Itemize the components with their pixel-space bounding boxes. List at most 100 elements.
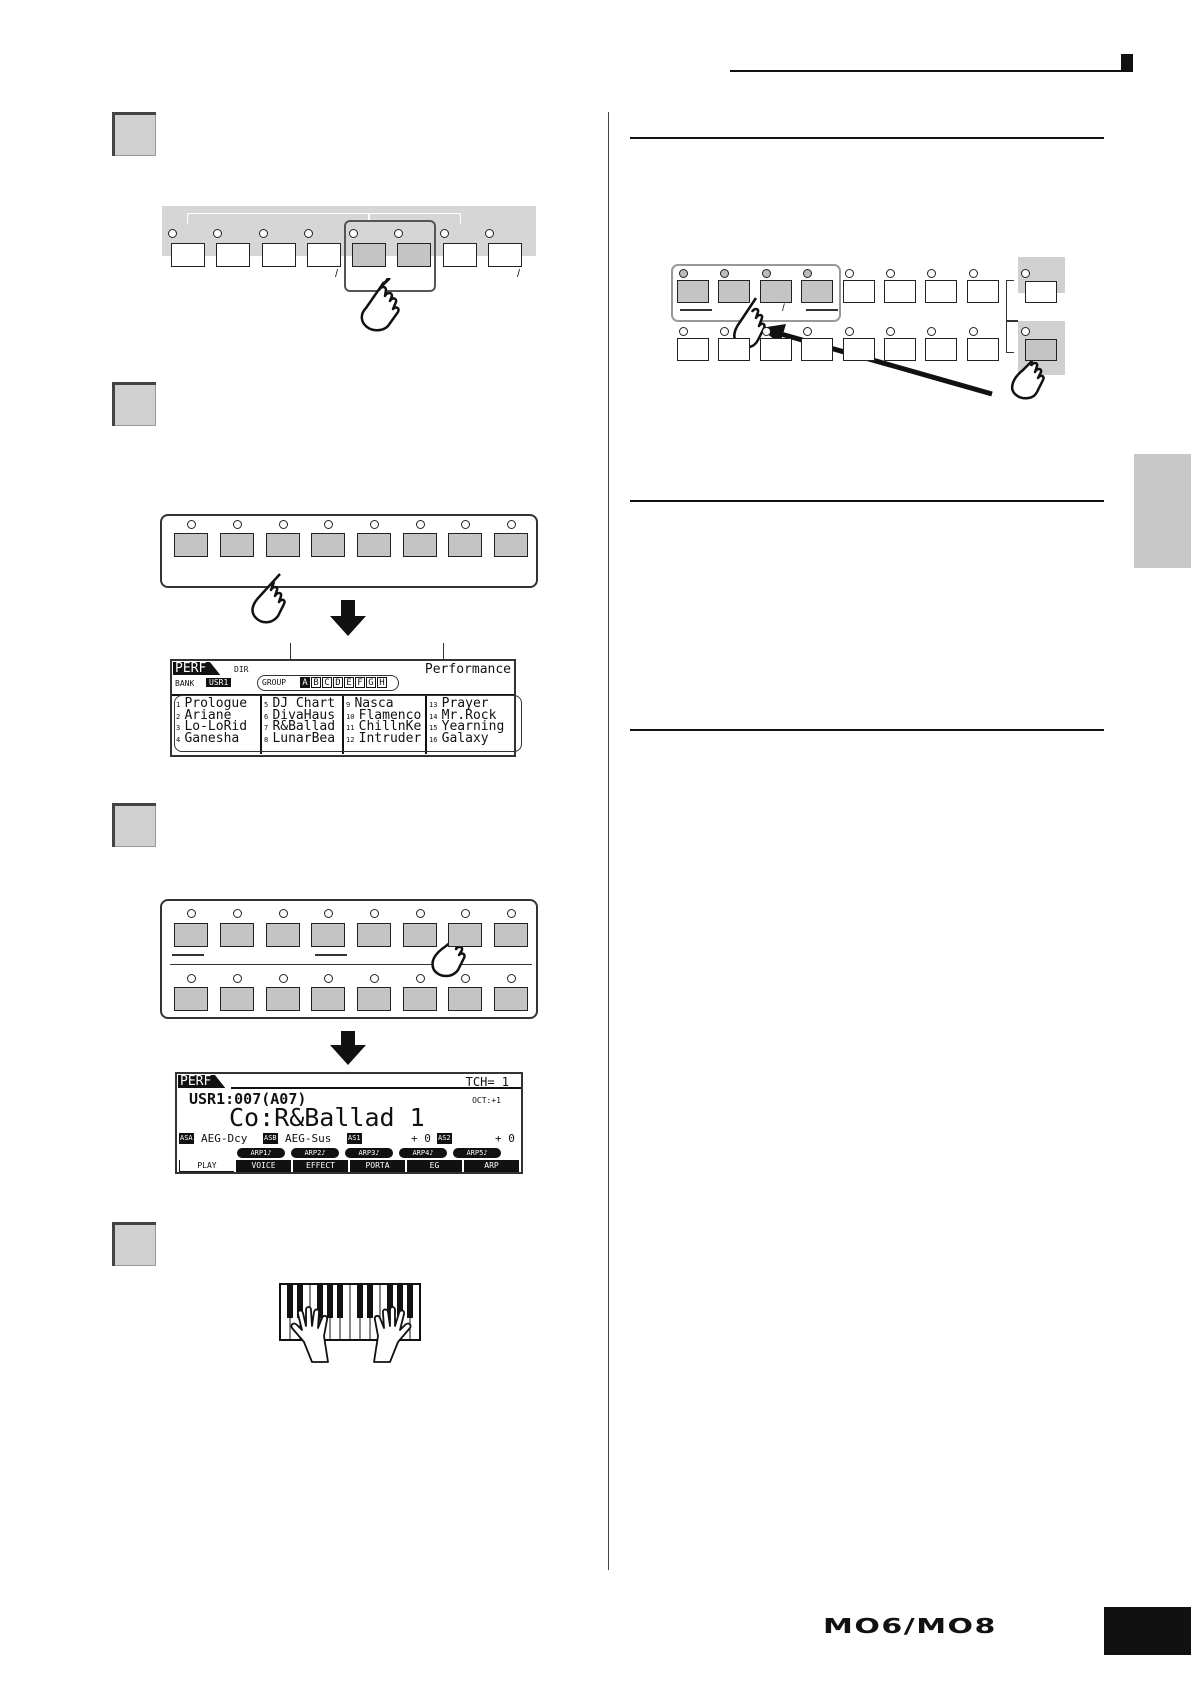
number-button-top-4[interactable]: [311, 923, 345, 947]
mode-button-4[interactable]: [307, 243, 341, 267]
arp-button-3[interactable]: ARP3♪: [345, 1148, 393, 1158]
part-button-bottom-4[interactable]: [801, 338, 833, 361]
part-button-bottom-2[interactable]: [718, 338, 750, 361]
tab-play[interactable]: PLAY: [179, 1160, 234, 1172]
part-button-top-7[interactable]: [925, 280, 957, 303]
arp-button-4[interactable]: ARP4♪: [399, 1148, 447, 1158]
perf-sub-label: DIR: [234, 665, 249, 674]
number-button-top-2[interactable]: [220, 923, 254, 947]
tab-effect[interactable]: EFFECT: [293, 1160, 348, 1172]
mode-button-6[interactable]: [397, 243, 431, 267]
bank-button-5[interactable]: [357, 533, 391, 557]
bank-button-3[interactable]: [266, 533, 300, 557]
number-button-bottom-8[interactable]: [494, 987, 528, 1011]
mode-button-2[interactable]: [216, 243, 250, 267]
black-key: [367, 1284, 373, 1318]
black-key: [327, 1284, 333, 1318]
perf-list-item[interactable]: 4 Ganesha: [176, 732, 239, 746]
group-letter-b[interactable]: B: [311, 677, 321, 688]
group-letter-h[interactable]: H: [377, 677, 387, 688]
common-button-top[interactable]: [1025, 281, 1057, 303]
perf-list-item[interactable]: 8 LunarBea: [264, 730, 336, 746]
arp-button-5[interactable]: ARP5♪: [453, 1148, 501, 1158]
perf-item-number: 14: [429, 712, 442, 721]
number-button-top-1[interactable]: [174, 923, 208, 947]
bank-button-2[interactable]: [220, 533, 254, 557]
arp-button-2[interactable]: ARP2♪: [291, 1148, 339, 1158]
number-button-bottom-5[interactable]: [357, 987, 391, 1011]
part-button-top-3[interactable]: [760, 280, 792, 303]
tab-eg[interactable]: EG: [407, 1160, 462, 1172]
part-button-top-1[interactable]: [677, 280, 709, 303]
number-button-bottom-4[interactable]: [311, 987, 345, 1011]
black-key: [297, 1284, 303, 1318]
part-button-bottom-6[interactable]: [884, 338, 916, 361]
perf-list-item[interactable]: 3 Lo-LoRid: [176, 720, 247, 734]
part-button-bottom-5[interactable]: [843, 338, 875, 361]
number-button-bottom-1[interactable]: [174, 987, 208, 1011]
number-button-top-3[interactable]: [266, 923, 300, 947]
part-underline-2: [806, 309, 838, 311]
perf-list-item[interactable]: 9 Nasca: [346, 697, 394, 711]
as2-tag: AS2: [437, 1133, 452, 1144]
perf-list-item[interactable]: 16 Galaxy: [429, 732, 489, 746]
perf-list-item[interactable]: 12 Intruder: [346, 732, 421, 746]
perf-list-item[interactable]: 5 DJ Chart: [264, 697, 335, 711]
mode-button-5[interactable]: [352, 243, 386, 267]
part-button-top-8[interactable]: [967, 280, 999, 303]
number-panel-divider: [170, 964, 532, 965]
mode-button-7[interactable]: [443, 243, 477, 267]
mode-button-3[interactable]: [262, 243, 296, 267]
group-letter-f[interactable]: F: [355, 677, 365, 688]
perf-list-item[interactable]: 10 Flamenco: [346, 709, 421, 723]
common-led-top: [1021, 269, 1030, 278]
tab-porta[interactable]: PORTA: [350, 1160, 405, 1172]
tab-voice[interactable]: VOICE: [236, 1160, 291, 1172]
perf-list-item[interactable]: 6 DivaHaus: [264, 709, 335, 723]
perf-item-name: LunarBea: [272, 730, 336, 746]
group-letter-e[interactable]: E: [344, 677, 354, 688]
perf-list-item[interactable]: 14 Mr.Rock: [429, 709, 496, 723]
mode-group-bracket: [187, 213, 461, 224]
number-button-top-7[interactable]: [448, 923, 482, 947]
number-button-top-8[interactable]: [494, 923, 528, 947]
bank-button-8[interactable]: [494, 533, 528, 557]
perf-list-item[interactable]: 11 ChillnKe: [346, 720, 421, 734]
perf-list-item[interactable]: 7 R&Ballad: [264, 720, 335, 734]
perf-list-item[interactable]: 1 Prologue: [176, 697, 247, 711]
tab-arp[interactable]: ARP: [464, 1160, 519, 1172]
number-button-bottom-3[interactable]: [266, 987, 300, 1011]
perf-list-item[interactable]: 13 Prayer: [429, 697, 489, 711]
part-button-top-6[interactable]: [884, 280, 916, 303]
number-button-top-5[interactable]: [357, 923, 391, 947]
part-button-bottom-7[interactable]: [925, 338, 957, 361]
perf-list-item[interactable]: 2 Ariane: [176, 709, 231, 723]
bank-led-4: [324, 520, 333, 529]
bank-button-7[interactable]: [448, 533, 482, 557]
part-button-top-4[interactable]: [801, 280, 833, 303]
perf-list-item[interactable]: 15 Yearning: [429, 720, 504, 734]
group-letter-c[interactable]: C: [322, 677, 332, 688]
part-button-bottom-3[interactable]: [760, 338, 792, 361]
number-button-bottom-7[interactable]: [448, 987, 482, 1011]
group-letter-d[interactable]: D: [333, 677, 343, 688]
number-button-bottom-6[interactable]: [403, 987, 437, 1011]
number-button-bottom-2[interactable]: [220, 987, 254, 1011]
bank-button-1[interactable]: [174, 533, 208, 557]
mode-button-8[interactable]: [488, 243, 522, 267]
part-button-bottom-1[interactable]: [677, 338, 709, 361]
perf-column-divider: [425, 696, 427, 754]
part-button-top-2[interactable]: [718, 280, 750, 303]
common-button-bottom[interactable]: [1025, 339, 1057, 361]
group-letter-a[interactable]: A: [300, 677, 310, 688]
group-letter-g[interactable]: G: [366, 677, 376, 688]
part-button-top-5[interactable]: [843, 280, 875, 303]
number-button-top-6[interactable]: [403, 923, 437, 947]
arp-button-1[interactable]: ARP1♪: [237, 1148, 285, 1158]
bank-button-6[interactable]: [403, 533, 437, 557]
part-button-bottom-8[interactable]: [967, 338, 999, 361]
number-led-top-6: [416, 909, 425, 918]
mode-button-1[interactable]: [171, 243, 205, 267]
bank-button-4[interactable]: [311, 533, 345, 557]
